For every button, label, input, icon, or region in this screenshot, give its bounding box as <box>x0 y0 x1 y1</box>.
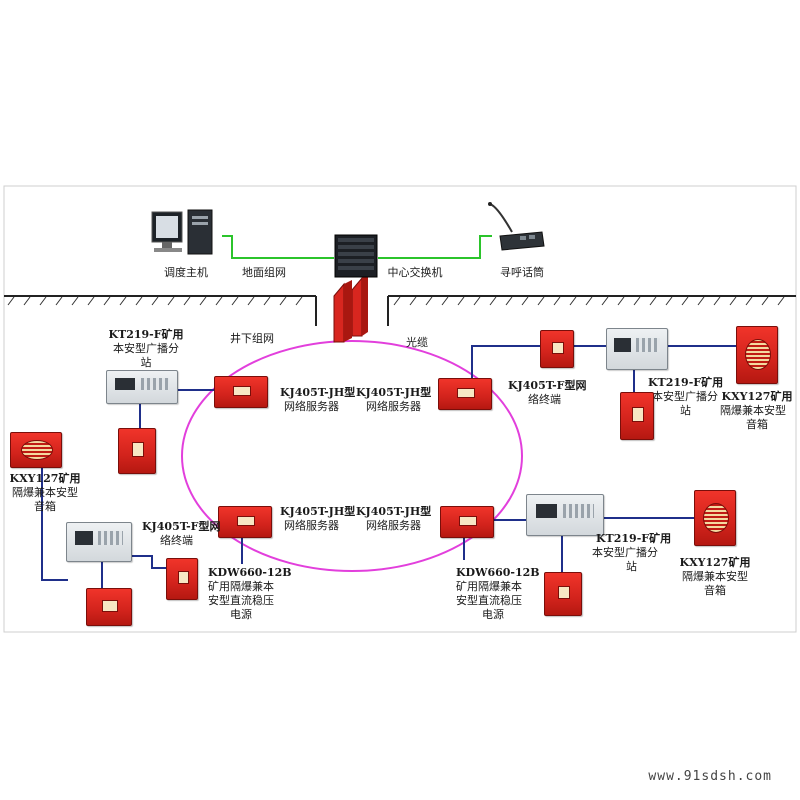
dispatch-pc-label: 调度主机 <box>164 266 208 279</box>
server-top-left-line2: 网络服务器 <box>284 400 339 413</box>
server-top-left-line1: KJ405T-JH型 <box>280 386 356 399</box>
power-right-line3: 安型直流稳压 <box>456 594 522 607</box>
network-server-top-left <box>214 376 268 408</box>
power-left-line2: 矿用隔爆兼本 <box>208 580 274 593</box>
paging-mic-label: 寻呼话筒 <box>500 266 544 279</box>
site-watermark: www.91sdsh.com <box>648 769 772 784</box>
server-bottom-left-line1: KJ405T-JH型 <box>280 505 356 518</box>
dispatch-pc-icon <box>150 208 220 258</box>
server-bottom-left-line2: 网络服务器 <box>284 519 339 532</box>
fiber-label: 光缆 <box>406 336 428 349</box>
speaker-top-right <box>736 326 778 384</box>
power-right-line1: KDW660-12B <box>456 566 540 579</box>
server-bottom-right-line1: KJ405T-JH型 <box>356 505 432 518</box>
network-terminal-bottom-left <box>66 522 132 562</box>
broadcast-station-top-left <box>106 370 178 404</box>
power-right-line4: 电源 <box>482 608 504 621</box>
speaker-left-line2: 隔爆兼本安型 <box>12 486 78 499</box>
station-bottom-right-line2: 本安型广播分 <box>592 546 658 559</box>
terminal-top-right-line1: KJ405T-F型网 <box>508 379 587 392</box>
speaker-top-right-line3: 音箱 <box>746 418 768 431</box>
power-box-bottom-left <box>86 588 132 626</box>
terminal-box-bottom-left <box>166 558 198 600</box>
speaker-bottom-right <box>694 490 736 546</box>
terminal-top-right-line2: 络终端 <box>528 393 561 406</box>
speaker-top-right-line1: KXY127矿用 <box>721 390 793 403</box>
station-top-right-line3: 站 <box>680 404 691 417</box>
server-top-right-line1: KJ405T-JH型 <box>356 386 432 399</box>
power-left-line4: 电源 <box>230 608 252 621</box>
speaker-left-line1: KXY127矿用 <box>9 472 81 485</box>
paging-mic-icon <box>486 202 546 254</box>
underground-network-label: 井下组网 <box>230 332 274 345</box>
speaker-left <box>10 432 62 468</box>
power-box-bottom-right <box>544 572 582 616</box>
ground-surface <box>4 295 796 326</box>
station-bottom-right-line1: KT219-F矿用 <box>596 532 672 545</box>
network-terminal-top-right <box>540 330 574 368</box>
station-top-right-line1: KT219-F矿用 <box>648 376 724 389</box>
terminal-bottom-left-line1: KJ405T-F型网 <box>142 520 221 533</box>
server-bottom-right-line2: 网络服务器 <box>366 519 421 532</box>
core-switch-icon <box>334 234 378 278</box>
ground-network-label: 地面组网 <box>242 266 286 279</box>
ground-link-right <box>378 235 492 259</box>
broadcast-station-top-right <box>606 328 668 370</box>
server-top-right-line2: 网络服务器 <box>366 400 421 413</box>
speaker-bottom-right-line3: 音箱 <box>704 584 726 597</box>
network-server-bottom-right <box>440 506 494 538</box>
speaker-bottom-right-line2: 隔爆兼本安型 <box>682 570 748 583</box>
speaker-left-line3: 音箱 <box>34 500 56 513</box>
shaft-cable <box>333 274 368 343</box>
station-top-right-line2: 本安型广播分 <box>652 390 718 403</box>
terminal-bottom-left-line2: 络终端 <box>160 534 193 547</box>
power-box-top-right <box>620 392 654 440</box>
core-switch-label: 中心交换机 <box>387 266 443 279</box>
speaker-bottom-right-line1: KXY127矿用 <box>679 556 751 569</box>
station-top-left-line1: KT219-F矿用 <box>108 328 184 341</box>
station-top-left-line3: 站 <box>140 356 152 369</box>
speaker-top-right-line2: 隔爆兼本安型 <box>720 404 786 417</box>
station-top-left-line2: 本安型广播分 <box>113 342 179 355</box>
power-left-line3: 安型直流稳压 <box>208 594 274 607</box>
diagram-frame <box>3 185 797 633</box>
network-server-bottom-left <box>218 506 272 538</box>
ground-hatching <box>7 296 785 306</box>
power-left-line1: KDW660-12B <box>208 566 292 579</box>
ground-link-left <box>222 235 334 259</box>
fiber-ring <box>181 340 523 572</box>
station-bottom-right-line3: 站 <box>626 560 637 573</box>
network-server-top-right <box>438 378 492 410</box>
power-box-top-left <box>118 428 156 474</box>
broadcast-station-bottom-right <box>526 494 604 536</box>
power-right-line2: 矿用隔爆兼本 <box>456 580 522 593</box>
cable-links <box>36 345 736 588</box>
